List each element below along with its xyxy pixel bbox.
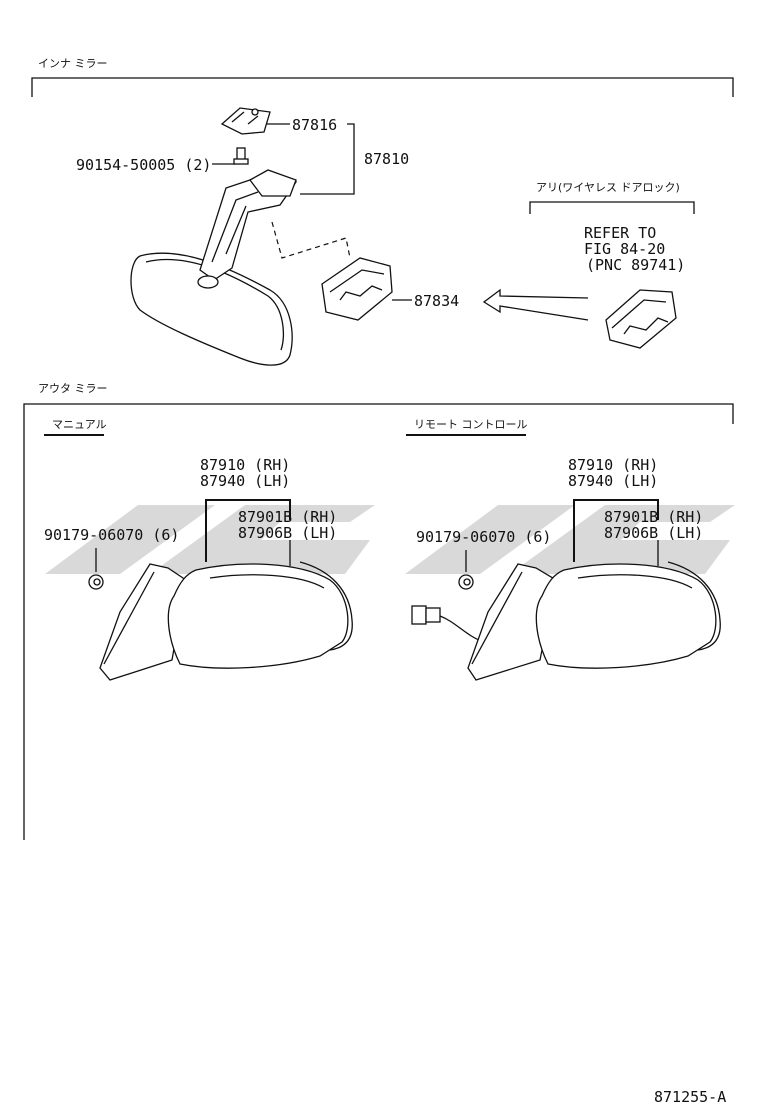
inner-mirror-body <box>130 169 298 366</box>
part-87834-label: 87834 <box>414 292 459 310</box>
manual-outer-mirror <box>99 561 353 681</box>
remote-assy-rh: 87910 (RH) <box>568 456 658 474</box>
bracket-87816 <box>220 107 271 135</box>
remote-title: リモート コントロール <box>414 418 528 431</box>
inner-mirror-section-title: インナ ミラー <box>38 57 108 70</box>
arrow-icon <box>482 288 589 321</box>
option-label: アリ(ワイヤレス ドアロック) <box>536 181 680 194</box>
receiver-part <box>605 289 677 349</box>
part-87810-label: 87810 <box>364 150 409 168</box>
refer-line-3: (PNC 89741) <box>586 256 685 274</box>
nut-icon <box>88 574 104 590</box>
manual-assy-rh: 87910 (RH) <box>200 456 290 474</box>
bracket-assy-87810 <box>300 123 355 195</box>
screw-label: 90154-50005 (2) <box>76 156 211 174</box>
dashed-leader <box>271 221 351 259</box>
outer-section-frame <box>23 403 734 424</box>
remote-assy-lh: 87940 (LH) <box>568 472 658 490</box>
screw-icon <box>233 147 249 165</box>
remote-mirror-lh: 87906B (LH) <box>604 524 703 542</box>
outer-mirror-section-title: アウタ ミラー <box>38 382 108 395</box>
nut-icon <box>458 574 474 590</box>
manual-assy-lh: 87940 (LH) <box>200 472 290 490</box>
manual-assy-bracket <box>205 499 291 562</box>
cover-87834 <box>321 257 393 321</box>
figure-id: 871255-A <box>654 1088 726 1106</box>
refer-line-1: REFER TO <box>584 224 656 242</box>
part-87816-label: 87816 <box>292 116 337 134</box>
manual-mirror-lh: 87906B (LH) <box>238 524 337 542</box>
inner-section-frame <box>31 77 734 97</box>
remote-assy-bracket <box>573 499 659 562</box>
manual-mirror-rh: 87901B (RH) <box>238 508 337 526</box>
refer-line-2: FIG 84-20 <box>584 240 665 258</box>
remote-outer-mirror <box>467 561 721 681</box>
manual-nut-label: 90179-06070 (6) <box>44 526 179 544</box>
connector-icon <box>411 605 485 643</box>
remote-mirror-rh: 87901B (RH) <box>604 508 703 526</box>
manual-title: マニュアル <box>52 418 107 431</box>
option-frame <box>529 201 695 214</box>
remote-nut-label: 90179-06070 (6) <box>416 528 551 546</box>
